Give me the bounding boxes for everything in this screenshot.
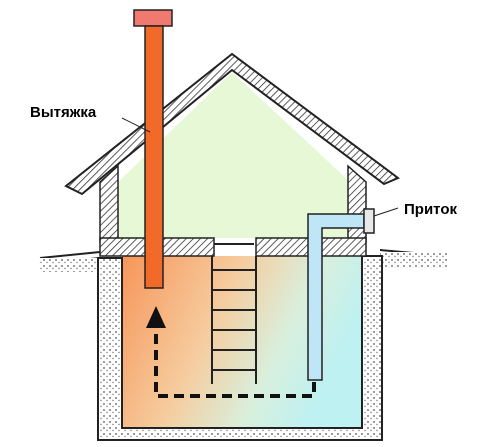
ladder xyxy=(211,243,257,384)
exhaust-leader-line xyxy=(121,117,151,133)
inflow-pipe-cap xyxy=(363,208,375,234)
inflow-label: Приток xyxy=(404,201,457,218)
exhaust-label: Вытяжка xyxy=(30,104,97,121)
exhaust-pipe xyxy=(133,9,173,289)
exhaust-pipe-cap xyxy=(133,9,173,27)
inflow-pipe xyxy=(307,208,375,381)
ground-surface xyxy=(39,249,449,272)
dashed-arrow-icon xyxy=(146,306,316,398)
floor-slab xyxy=(99,237,367,257)
inflow-leader-line xyxy=(373,207,399,217)
attic-space xyxy=(118,72,348,238)
roof xyxy=(64,52,400,196)
